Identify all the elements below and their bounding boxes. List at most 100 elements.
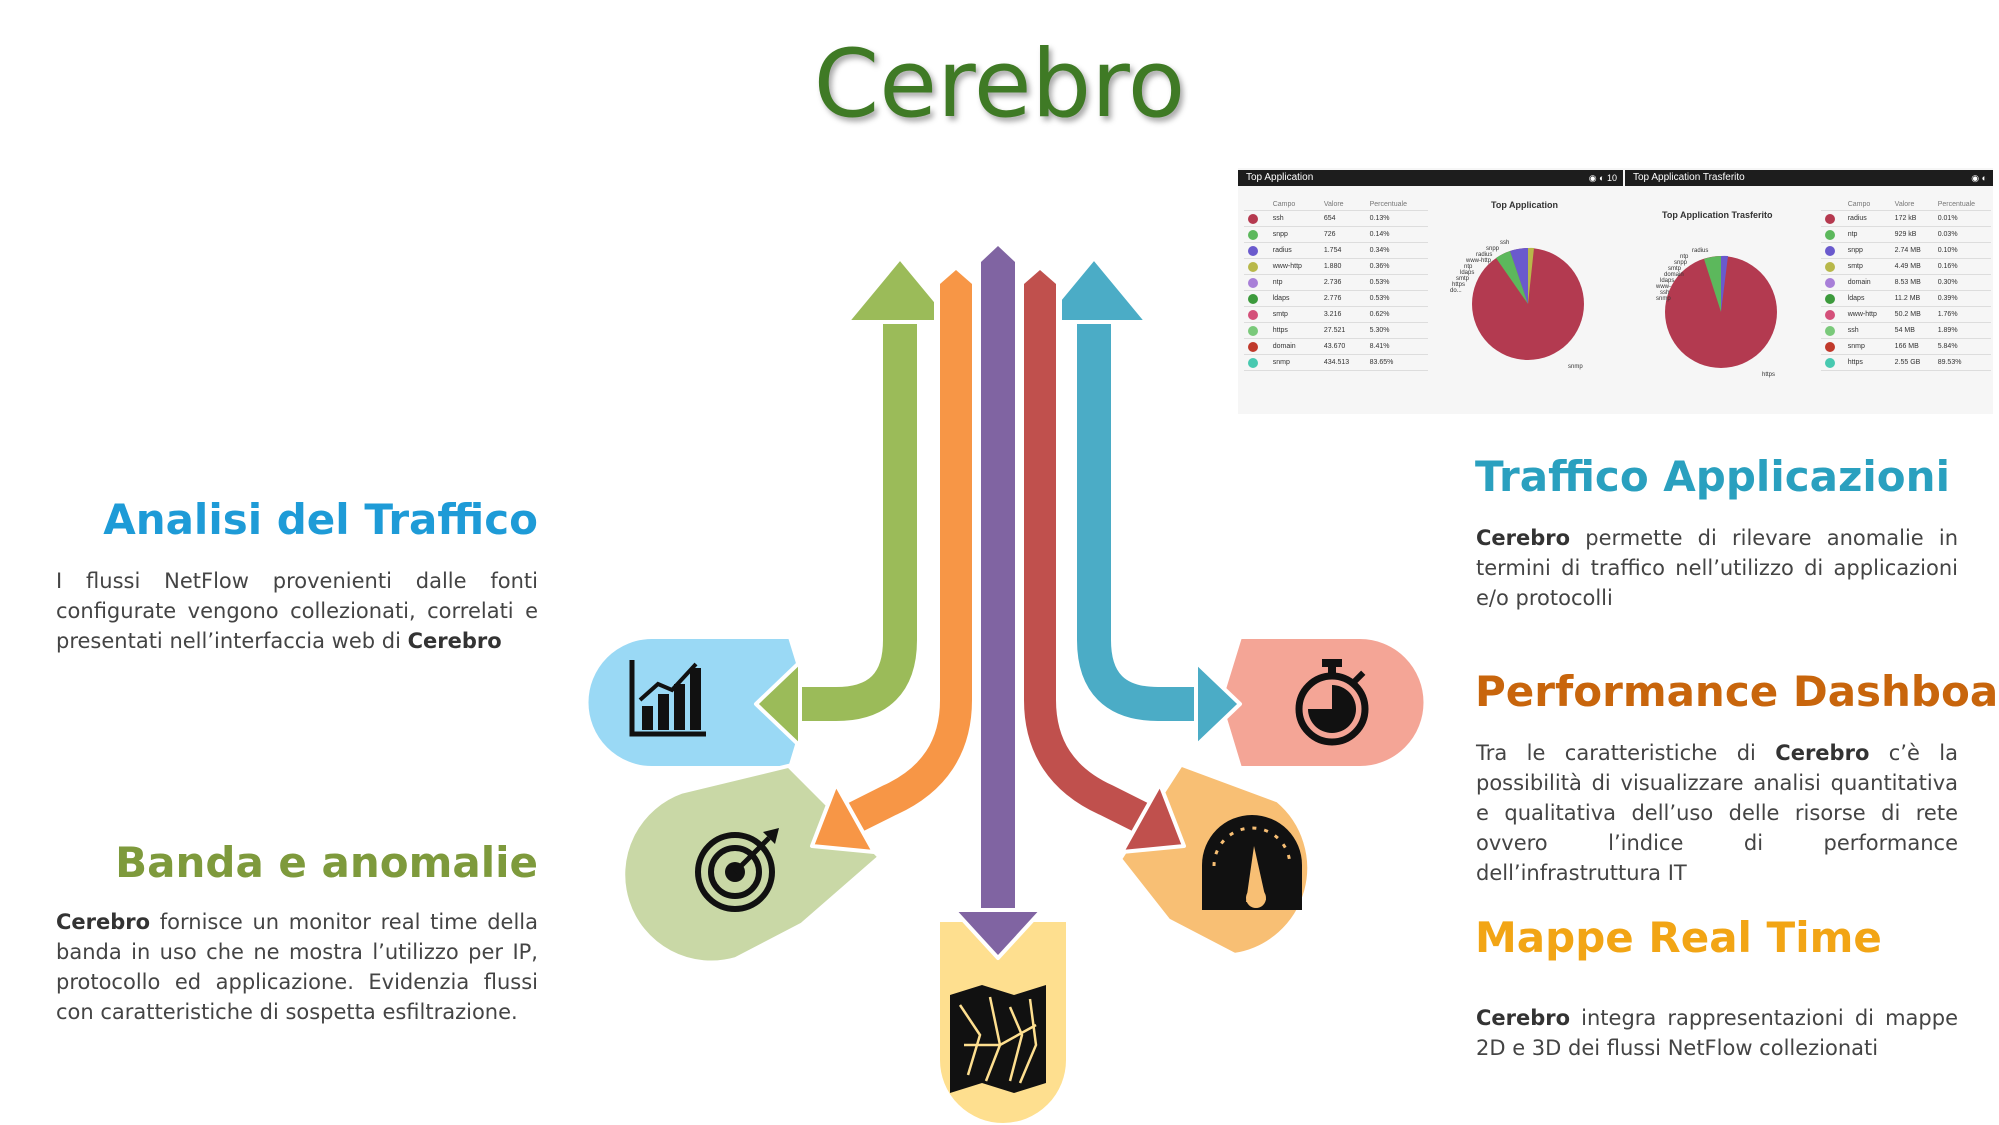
- right-table-header-cell: Percentuale: [1933, 198, 1991, 211]
- stopwatch-icon: [1295, 659, 1369, 746]
- performance-heading: Performance Dashboard: [1475, 667, 1999, 716]
- row-value: 434.513: [1319, 354, 1366, 371]
- banda-text-brand: Cerebro: [56, 910, 151, 934]
- row-value: 8.53 MB: [1890, 274, 1934, 291]
- color-dot-icon: [1825, 357, 1835, 368]
- left-pie-slice-label: do...: [1450, 288, 1462, 294]
- left-table-header-cell: Campo: [1268, 198, 1320, 211]
- row-value: 3.216: [1319, 306, 1366, 323]
- left-panel-count: 10: [1606, 173, 1617, 183]
- row-name: https: [1843, 354, 1891, 371]
- mappe-text: Cerebro integra rappresentazioni di mapp…: [1476, 1003, 1958, 1063]
- right-pie-slice-label: www-: [1655, 284, 1671, 290]
- color-dot-icon: [1825, 261, 1835, 272]
- left-pie-slice-label: ldaps: [1460, 270, 1474, 276]
- banda-heading: Banda e anomalie: [115, 838, 538, 887]
- left-pie-main-label: snmp: [1568, 364, 1583, 370]
- legend-swatch: [1821, 306, 1844, 323]
- row-value: 4.49 MB: [1890, 258, 1934, 275]
- left-pie: [1472, 247, 1584, 360]
- color-dot-icon: [1248, 245, 1258, 256]
- mappe-text-brand: Cerebro: [1476, 1006, 1571, 1030]
- mappe-heading: Mappe Real Time: [1475, 913, 1882, 962]
- legend-swatch: [1244, 258, 1269, 275]
- row-value: 43.670: [1319, 338, 1366, 355]
- right-table-header-cell: Campo: [1843, 198, 1891, 211]
- page-title: Cerebro: [813, 30, 1186, 139]
- row-name: snmp: [1843, 338, 1891, 355]
- row-name: ldaps: [1268, 290, 1320, 307]
- right-panel-title: Top Application Trasferito: [1633, 172, 1745, 183]
- arrow-green: [754, 256, 955, 748]
- right-pie-slice-label: ssh: [1660, 290, 1669, 296]
- row-pct: 0.34%: [1365, 242, 1428, 259]
- right-pie-slice-label: snpp: [1674, 260, 1688, 266]
- performance-text-before: Tra le caratteristiche di: [1476, 741, 1776, 765]
- traffico-text-main: permette di rilevare anomalie in termini…: [1476, 526, 1958, 610]
- row-value: 54 MB: [1890, 322, 1934, 339]
- color-dot-icon: [1825, 277, 1835, 288]
- left-pie-slice-label: radius: [1476, 252, 1492, 258]
- left-pie-slice-label: www-http: [1465, 258, 1492, 264]
- row-name: radius: [1268, 242, 1320, 259]
- row-value: 172 kB: [1890, 210, 1934, 227]
- traffico-text-brand: Cerebro: [1476, 526, 1571, 550]
- legend-swatch: [1821, 338, 1844, 355]
- row-value: 2.776: [1319, 290, 1366, 307]
- color-dot-icon: [1248, 309, 1258, 320]
- legend-swatch: [1244, 338, 1269, 355]
- row-value: 50.2 MB: [1890, 306, 1934, 323]
- right-table-header-swatch: [1821, 198, 1844, 211]
- color-dot-icon: [1825, 341, 1835, 352]
- color-dot-icon: [1825, 293, 1835, 304]
- mappe-text-main: integra rappresentazioni di mappe 2D e 3…: [1476, 1006, 1958, 1060]
- row-value: 1.754: [1319, 242, 1366, 259]
- left-pie-title: Top Application: [1491, 200, 1558, 210]
- right-pie-slice-label: smtp: [1668, 266, 1682, 272]
- legend-swatch: [1244, 226, 1269, 243]
- performance-text-brand: Cerebro: [1775, 741, 1870, 765]
- row-pct: 0.36%: [1365, 258, 1428, 275]
- arrow-blue: [1039, 256, 1242, 748]
- left-pie-slice-label: ssh: [1500, 240, 1509, 246]
- row-pct: 0.39%: [1933, 290, 1991, 307]
- row-pct: 0.53%: [1365, 274, 1428, 291]
- color-dot-icon: [1825, 309, 1835, 320]
- legend-swatch: [1821, 290, 1844, 307]
- gauge-icon: [1202, 815, 1302, 910]
- row-pct: 1.89%: [1933, 322, 1991, 339]
- right-panel-bar: Top Application Trasferito ◉ ◐: [1625, 170, 1993, 186]
- row-pct: 8.41%: [1365, 338, 1428, 355]
- row-value: 726: [1319, 226, 1366, 243]
- row-pct: 0.01%: [1933, 210, 1991, 227]
- color-dot-icon: [1248, 341, 1258, 352]
- left-pie-slice-label: snpp: [1486, 246, 1500, 252]
- row-name: smtp: [1843, 258, 1891, 275]
- performance-text: Tra le caratteristiche di Cerebro c’è la…: [1476, 738, 1958, 888]
- left-panel-controls: ◉ ◐ 10: [1588, 173, 1617, 183]
- right-panel-controls: ◉ ◐: [1971, 173, 1987, 183]
- dashboard-screenshot: Top Application ◉ ◐ 10 Top Application T…: [1238, 168, 1993, 414]
- right-pie-title: Top Application Trasferito: [1662, 210, 1773, 220]
- row-name: ssh: [1843, 322, 1891, 339]
- left-table-header-cell: Valore: [1319, 198, 1366, 211]
- right-pie: [1665, 255, 1777, 368]
- row-pct: 5.84%: [1933, 338, 1991, 355]
- analisi-text: I flussi NetFlow provenienti dalle fonti…: [56, 566, 538, 656]
- row-pct: 0.53%: [1365, 290, 1428, 307]
- legend-swatch: [1821, 354, 1844, 371]
- row-pct: 0.14%: [1365, 226, 1428, 243]
- left-panel-bar: Top Application ◉ ◐ 10: [1238, 170, 1623, 186]
- row-name: ldaps: [1843, 290, 1891, 307]
